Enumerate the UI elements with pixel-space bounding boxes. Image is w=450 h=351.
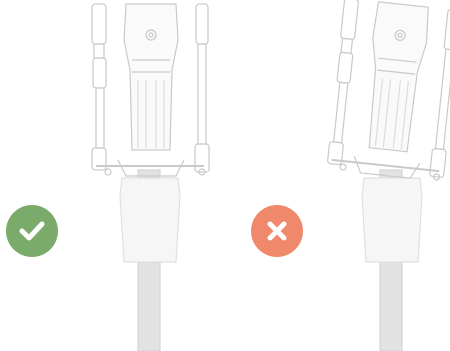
panel-correct bbox=[0, 0, 225, 351]
check-icon bbox=[17, 216, 47, 246]
incorrect-badge bbox=[251, 205, 303, 257]
tool-drawing-tilted bbox=[225, 0, 450, 351]
cross-icon bbox=[262, 216, 292, 246]
tool-drawing-aligned bbox=[0, 0, 225, 351]
correct-badge bbox=[6, 205, 58, 257]
panel-incorrect bbox=[225, 0, 450, 351]
